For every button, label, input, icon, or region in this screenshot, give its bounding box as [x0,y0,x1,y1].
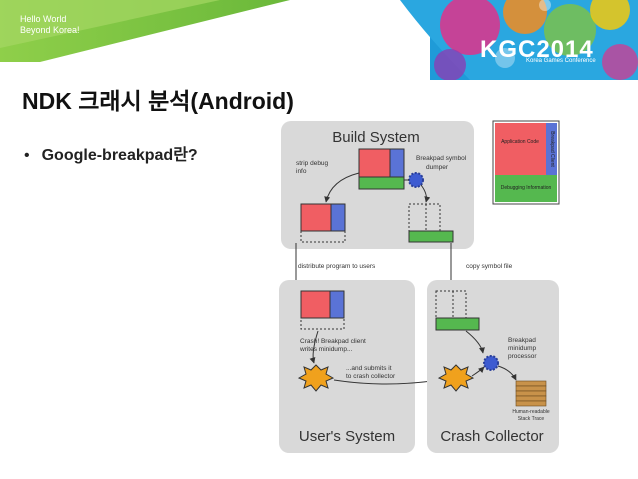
stack-trace-icon [515,380,547,407]
legend-breakpad-client: Breakpad Client [549,131,555,167]
hello-line-1: Hello World [20,14,67,24]
copy-symbol-label: copy symbol file [466,263,513,270]
processor-label-2: minidump [508,345,537,352]
user-binary-block [300,290,345,330]
crash-collector-label: Crash Collector [440,428,543,445]
full-binary-block [358,148,405,190]
submit-label-1: ...and submits it [346,365,392,372]
dumper-label-2: dumper [426,164,449,171]
strip-label-2: info [296,168,307,175]
banner-graphic [0,0,638,80]
users-system-label: User's System [299,428,395,445]
page-title: NDK 크래시 분석(Android) [22,88,294,114]
dumper-label-1: Breakpad symbol [416,155,467,162]
stripped-binary-block [300,203,346,243]
minidump-burst-icon [297,364,335,392]
logo-subtitle: Korea Games Conference [526,58,596,64]
processor-gear-icon [483,355,499,371]
symbol-file-block [408,203,454,243]
hello-world-text: Hello World Beyond Korea! [20,14,80,36]
logo-text: KGC2014 [480,36,594,63]
collector-symbol-block [435,290,480,331]
strip-label-1: strip debug [296,160,329,167]
legend-app-code: Application Code [501,139,539,145]
header-banner: Hello World Beyond Korea! KGC2014 Korea … [0,0,638,80]
bullet-dot-icon: • [24,147,30,164]
bullet-text: Google-breakpad란? [41,147,198,164]
hello-line-2: Beyond Korea! [20,25,80,35]
distribute-label: distribute program to users [298,263,376,270]
crash-label-1: Crash! Breakpad client [300,338,366,345]
stack-trace-label-1: Human-readable [512,409,549,415]
bullet-item: • Google-breakpad란? [24,141,198,165]
legend-debug-info: Debugging Information [501,185,552,191]
received-minidump-icon [437,364,475,392]
users-system-panel [279,280,415,453]
processor-label-3: processor [508,353,537,360]
stack-trace-label-2: Stack Trace [518,416,545,422]
legend-box: Application Code Debugging Information B… [492,120,560,205]
submit-label-2: to crash collector [346,373,396,380]
dumper-gear-icon [408,172,424,188]
processor-label-1: Breakpad [508,337,536,344]
breakpad-diagram: Build System Application Code Debugging … [279,120,560,453]
build-system-label: Build System [332,129,420,146]
kgc-logo: KGC2014 Korea Games Conference [480,36,630,70]
crash-label-2: writes minidump... [299,346,353,353]
